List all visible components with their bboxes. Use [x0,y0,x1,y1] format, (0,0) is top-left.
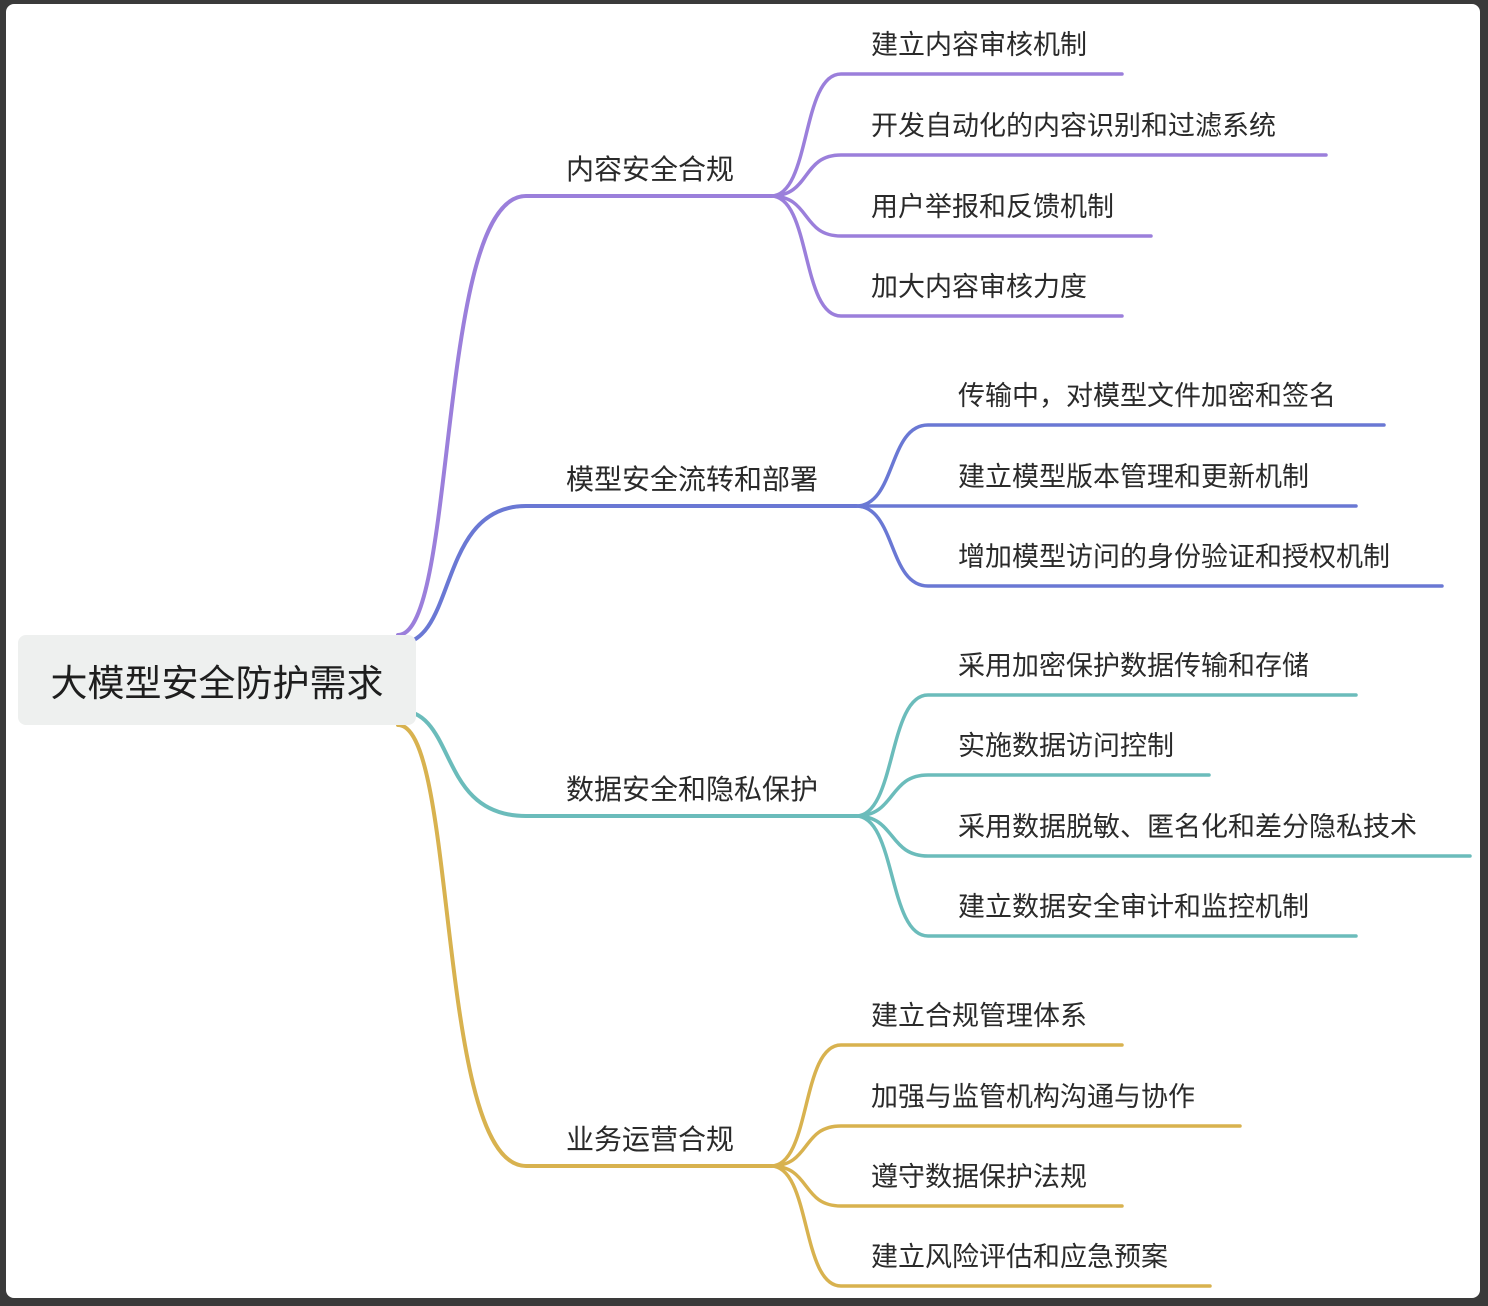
leaf-label-3-3[interactable]: 采用数据脱敏、匿名化和差分隐私技术 [958,812,1417,843]
leaf-label-4-1[interactable]: 建立合规管理体系 [871,1001,1087,1032]
root-label: 大模型安全防护需求 [50,662,384,705]
leaf-label-2-1[interactable]: 传输中，对模型文件加密和签名 [958,381,1336,412]
leaf-connector-4-4 [769,1164,1212,1288]
leaf-connector-1-2 [769,153,1328,198]
leaf-label-3-1[interactable]: 采用加密保护数据传输和存储 [958,651,1309,682]
leaf-connector-4-2 [769,1124,1242,1168]
leaf-label-1-1[interactable]: 建立内容审核机制 [871,30,1087,61]
leaf-label-3-4[interactable]: 建立数据安全审计和监控机制 [958,892,1309,923]
mindmap-canvas: 大模型安全防护需求 内容安全合规 建立内容审核机制开发自动化的内容识别和过滤系统用… [6,4,1480,1298]
branch-label-4[interactable]: 业务运营合规 [566,1123,735,1156]
leaf-connector-3-2 [854,773,1211,818]
branch-label-1[interactable]: 内容安全合规 [566,153,735,186]
leaf-label-3-2[interactable]: 实施数据访问控制 [958,731,1174,762]
branch-label-2[interactable]: 模型安全流转和部署 [566,463,819,496]
leaf-connector-3-3 [854,814,1472,858]
leaf-label-1-3[interactable]: 用户举报和反馈机制 [871,192,1114,223]
branch-connector-3 [396,708,858,818]
leaf-label-1-4[interactable]: 加大内容审核力度 [871,272,1087,303]
root-node[interactable]: 大模型安全防护需求 [18,635,416,725]
leaf-connector-4-3 [769,1164,1124,1208]
leaf-connector-2-3 [854,504,1444,588]
leaf-connector-1-3 [769,194,1153,238]
connector-layer [396,72,1472,1288]
branch-connector-4 [396,723,773,1168]
leaf-connector-2-1 [854,423,1386,508]
leaf-label-1-2[interactable]: 开发自动化的内容识别和过滤系统 [871,111,1276,142]
branch-connector-1 [396,194,773,637]
leaf-label-4-2[interactable]: 加强与监管机构沟通与协作 [871,1082,1195,1113]
leaf-label-4-4[interactable]: 建立风险评估和应急预案 [871,1242,1168,1273]
leaf-label-2-2[interactable]: 建立模型版本管理和更新机制 [958,462,1309,493]
branch-connector-2 [396,504,858,646]
branch-label-3[interactable]: 数据安全和隐私保护 [566,773,819,806]
leaf-connector-3-1 [854,693,1358,818]
leaf-connector-1-4 [769,194,1124,318]
leaf-label-2-3[interactable]: 增加模型访问的身份验证和授权机制 [958,542,1390,573]
leaf-label-4-3[interactable]: 遵守数据保护法规 [871,1162,1087,1193]
leaf-connector-4-1 [769,1043,1124,1168]
leaf-connector-1-1 [769,72,1124,198]
leaf-connector-3-4 [854,814,1358,938]
